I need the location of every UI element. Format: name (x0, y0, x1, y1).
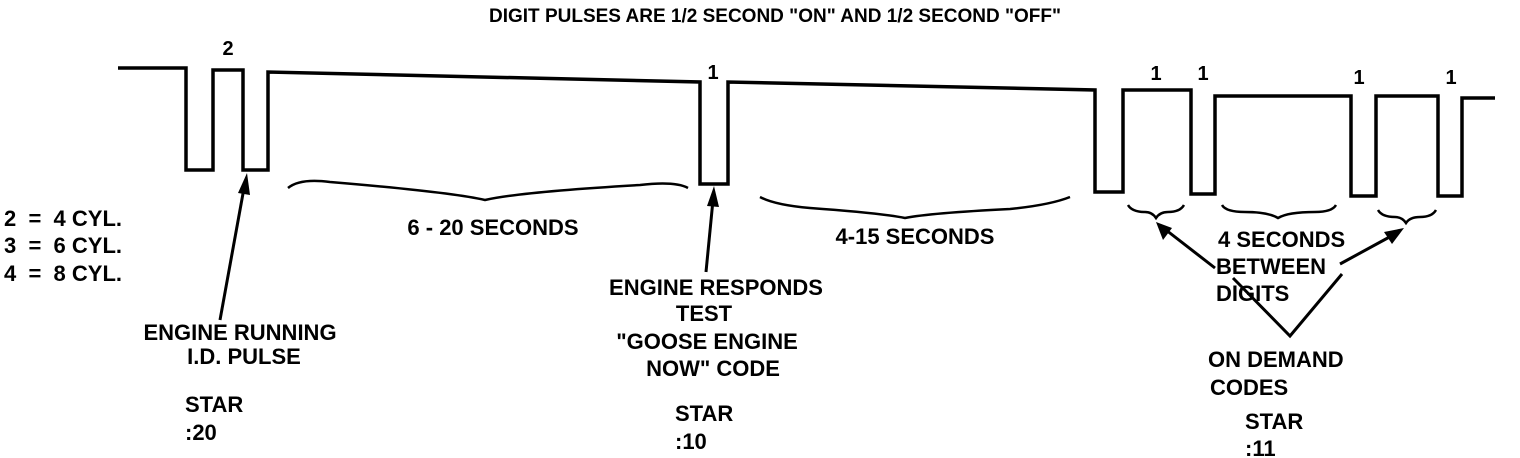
arrow-engine-responds-head (707, 186, 719, 207)
engine-running-line-2: I.D. PULSE (187, 344, 301, 369)
cylinder-key-line-3: 4 = 8 CYL. (4, 261, 122, 286)
arrow-gap-1-head (1156, 222, 1172, 240)
digit-label-code-2a: 1 (1353, 67, 1364, 89)
engine-responds-line-1: ENGINE RESPONDS (609, 275, 823, 300)
interval-second-label: 4-15 SECONDS (836, 224, 995, 249)
between-digits-line-2: BETWEEN (1216, 254, 1326, 279)
digit-label-code-2b: 1 (1445, 67, 1456, 89)
arrow-engine-running (218, 187, 246, 321)
digit-label-code-1a: 1 (1150, 63, 1161, 85)
digit-label-id-pulse: 2 (222, 38, 233, 60)
digit-label-code-1b: 1 (1197, 63, 1208, 85)
star-c-code: :11 (1245, 436, 1276, 458)
cylinder-key-line-1: 2 = 4 CYL. (4, 206, 122, 231)
star-b-name: STAR (675, 401, 733, 426)
cylinder-key-line-2: 3 = 6 CYL. (4, 233, 122, 258)
arrow-gap-3-head (1384, 228, 1404, 244)
brace-gap-3 (1376, 209, 1438, 226)
star-b-code: :10 (675, 429, 707, 454)
arrow-gap-3 (1339, 232, 1396, 266)
arrow-engine-responds (704, 199, 715, 273)
arrow-engine-running-head (238, 173, 250, 195)
brace-gap-2 (1220, 204, 1338, 220)
star-a-code: :20 (185, 420, 217, 445)
arrow-on-demand-converge (1231, 273, 1344, 339)
engine-responds-line-4: NOW" CODE (646, 356, 780, 381)
between-digits-line-1: 4 SECONDS (1218, 227, 1345, 252)
brace-second-interval (759, 195, 1071, 220)
pulse-waveform (118, 66, 1495, 198)
digit-label-engine-responds: 1 (707, 62, 718, 84)
engine-responds-line-3: "GOOSE ENGINE (616, 329, 798, 354)
interval-first-label: 6 - 20 SECONDS (407, 215, 578, 240)
arrow-gap-1 (1165, 228, 1216, 270)
brace-gap-1 (1126, 204, 1186, 221)
on-demand-line-2: CODES (1210, 375, 1288, 400)
star-c-name: STAR (1245, 409, 1303, 434)
star-a-name: STAR (185, 392, 243, 417)
on-demand-line-1: ON DEMAND (1208, 347, 1344, 372)
between-digits-line-3: DIGITS (1216, 281, 1289, 306)
engine-responds-line-2: TEST (676, 301, 733, 326)
brace-first-interval (287, 179, 689, 202)
diagram-title: DIGIT PULSES ARE 1/2 SECOND "ON" AND 1/2… (489, 6, 1061, 27)
engine-running-line-1: ENGINE RUNNING (143, 320, 336, 345)
